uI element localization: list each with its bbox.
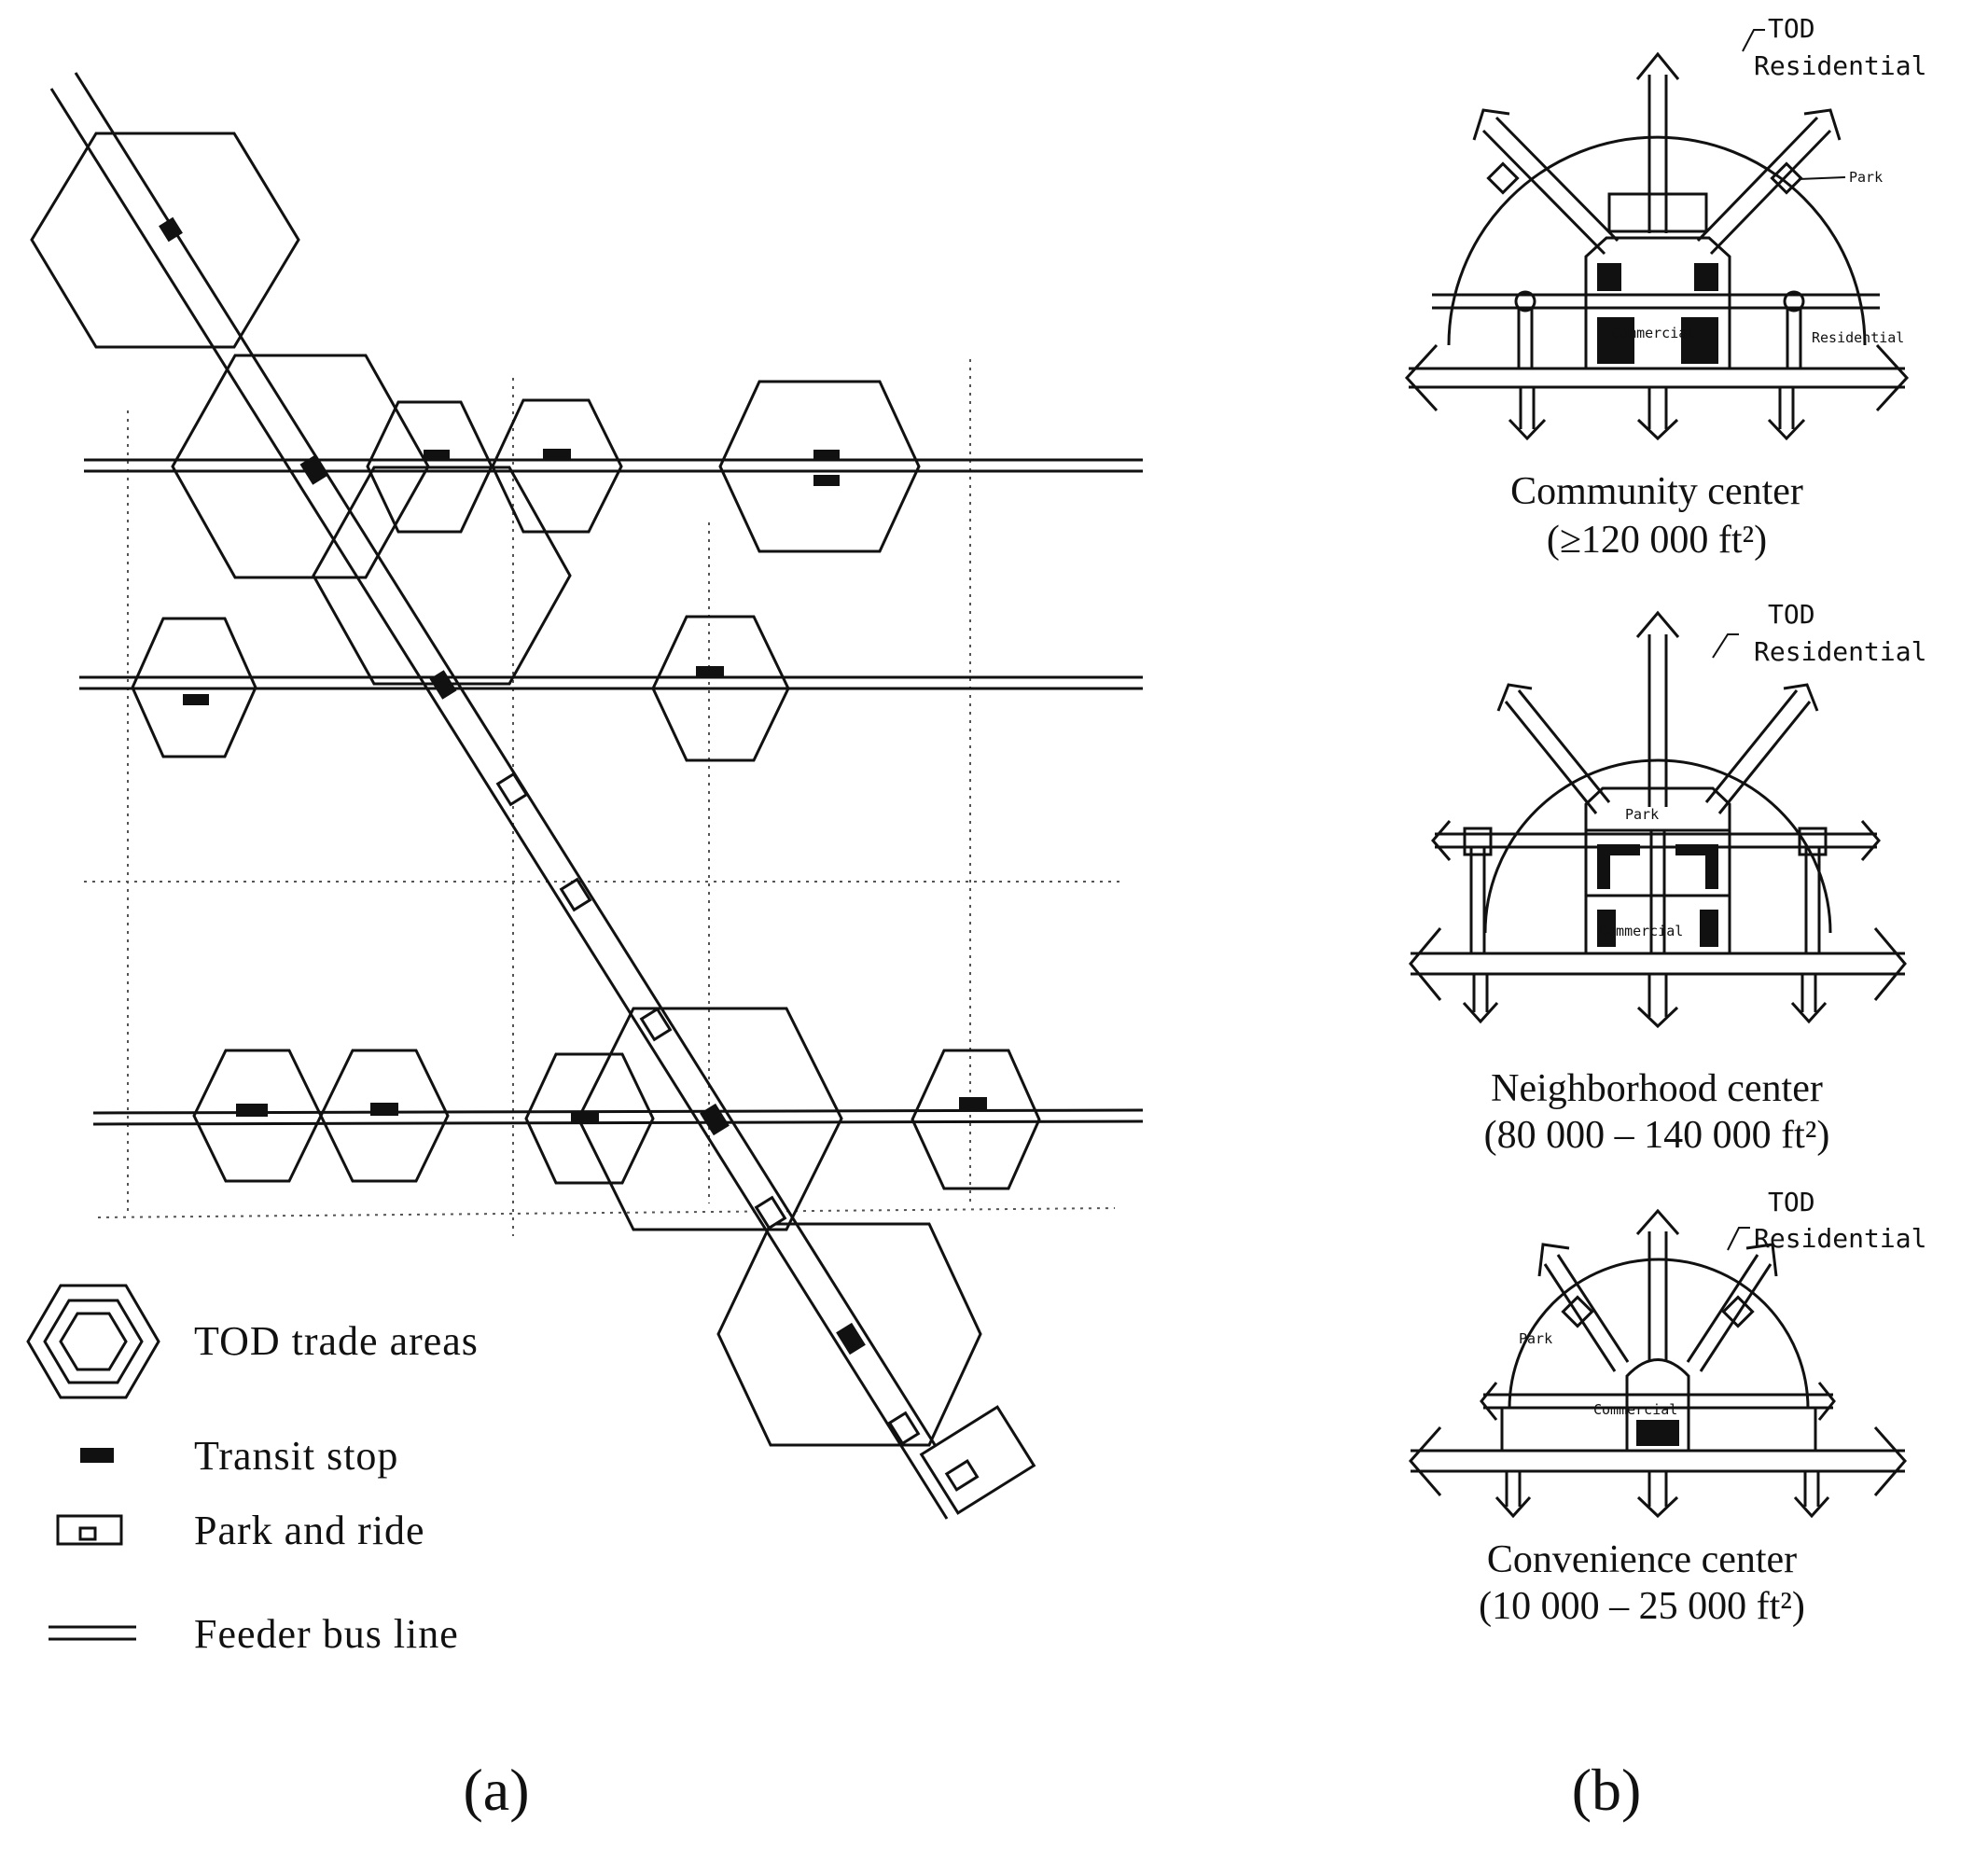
legend-bus-line-label: Feeder bus line — [194, 1611, 459, 1657]
community-center-title: Community center — [1510, 470, 1803, 513]
panel-a-map: TOD trade areas Transit stop Park and ri… — [26, 72, 1144, 1823]
dotted-street-grid — [84, 359, 1124, 1236]
community-commercial-label: Commercial — [1611, 325, 1695, 341]
convenience-park-label: Park — [1519, 1330, 1552, 1347]
convenience-commercial-label: Commercial — [1593, 1401, 1677, 1418]
legend: TOD trade areas Transit stop Park and ri… — [26, 1284, 479, 1657]
trade-area-hexagons — [30, 132, 1041, 1447]
community-center-diagram: Commercial Residential Park TOD Resident… — [1404, 13, 1926, 562]
community-residential-label: Residential — [1812, 329, 1904, 346]
convenience-tod-label: TOD — [1768, 1187, 1815, 1217]
legend-trade-areas-label: TOD trade areas — [194, 1318, 479, 1364]
convenience-center-size: (10 000 – 25 000 ft²) — [1479, 1585, 1805, 1628]
convenience-center-title: Convenience center — [1487, 1538, 1797, 1581]
bus-line-legend-icon — [49, 1625, 136, 1641]
transit-stops — [159, 216, 987, 1356]
community-tod-label: TOD — [1768, 13, 1815, 44]
convenience-tod-residential-label: Residential — [1754, 1223, 1926, 1254]
legend-transit-stop-label: Transit stop — [194, 1433, 398, 1479]
community-center-size: (≥120 000 ft²) — [1547, 519, 1767, 562]
neighborhood-center-size: (80 000 – 140 000 ft²) — [1484, 1114, 1830, 1157]
neighborhood-center-title: Neighborhood center — [1491, 1067, 1823, 1110]
panel-a-label: (a) — [463, 1757, 529, 1823]
community-tod-residential-label: Residential — [1754, 50, 1926, 81]
panel-b-label: (b) — [1572, 1757, 1642, 1823]
trade-areas-legend-icon — [26, 1284, 160, 1399]
neighborhood-tod-label: TOD — [1768, 599, 1815, 630]
park-and-ride-lots — [495, 772, 1036, 1515]
community-park-label: Park — [1849, 169, 1883, 186]
neighborhood-commercial-label: Commercial — [1599, 923, 1683, 939]
convenience-center-diagram: Commercial Park TOD Residential Convenie… — [1409, 1187, 1926, 1628]
neighborhood-center-diagram: Park Commercial TOD Residential Neighbor… — [1409, 599, 1926, 1157]
transit-stop-legend-icon — [80, 1448, 114, 1463]
neighborhood-tod-residential-label: Residential — [1754, 636, 1926, 667]
park-ride-legend-icon — [56, 1514, 123, 1546]
feeder-bus-lines — [79, 458, 1144, 1126]
neighborhood-park-label: Park — [1625, 806, 1659, 823]
legend-park-ride-label: Park and ride — [194, 1508, 425, 1553]
panel-b-diagrams: Commercial Residential Park TOD Resident… — [1404, 13, 1926, 1823]
